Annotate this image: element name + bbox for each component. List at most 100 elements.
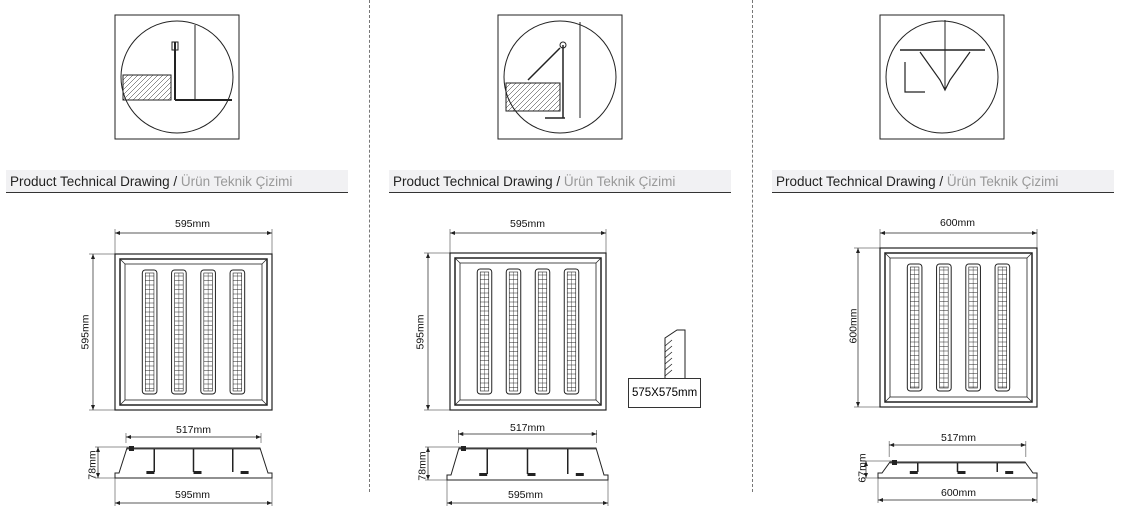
louver (936, 263, 952, 392)
side-clip (575, 473, 584, 476)
side-profile (877, 461, 1038, 479)
hatch (152, 81, 172, 101)
clip-size-box: 575X575mm (628, 378, 702, 408)
frame-corner (454, 257, 461, 264)
hatch (547, 98, 561, 112)
width-label: 595mm (510, 218, 546, 230)
frame-corner (261, 399, 268, 406)
side-profile (446, 447, 609, 481)
side-clip (479, 473, 488, 476)
frame-corner (595, 399, 602, 406)
clip-detail (664, 329, 686, 378)
frame-corner (884, 396, 891, 403)
title-en: Product Technical Drawing (393, 174, 553, 189)
frame-edge (904, 62, 925, 93)
arrow (864, 461, 868, 478)
louver (906, 263, 923, 392)
panel-frame (454, 257, 602, 406)
panel-outline (879, 247, 1038, 408)
height-label: 595mm (414, 314, 427, 350)
mount-detail-circle (885, 20, 999, 134)
title-en: Product Technical Drawing (10, 174, 170, 189)
louver (141, 269, 158, 395)
louver (200, 269, 216, 395)
depth-label: 67mm (856, 453, 869, 483)
clip-tooth (664, 345, 673, 353)
divider (369, 0, 370, 492)
hatch (122, 74, 139, 91)
side-clip (957, 471, 966, 474)
title-tr: Ürün Teknik Çizimi (563, 174, 676, 189)
ceiling-hatch (122, 74, 172, 101)
title-tr: Ürün Teknik Çizimi (180, 174, 293, 189)
hatch (505, 82, 532, 109)
frame-corner (1026, 252, 1033, 259)
base-width-label: 595mm (508, 489, 544, 501)
connector (461, 446, 466, 451)
louver (534, 268, 551, 395)
depth-label: 78mm (86, 450, 99, 480)
side-clip (1005, 471, 1014, 474)
hatch (147, 76, 172, 101)
panel-inner (459, 262, 597, 401)
frame-corner (454, 399, 461, 406)
hatch (517, 82, 547, 112)
louver (965, 263, 981, 392)
height-label: 595mm (79, 314, 92, 350)
mount-detail-circle (503, 20, 617, 134)
hatch (127, 74, 154, 101)
louver (505, 268, 522, 395)
width-label: 600mm (940, 217, 976, 229)
hatch (512, 82, 542, 112)
section-header: Product Technical Drawing / Ürün Teknik … (389, 170, 731, 193)
sep: / (935, 174, 947, 189)
side-clip (909, 471, 918, 474)
clip-tooth (664, 369, 673, 377)
louver (171, 269, 187, 395)
side-clip (193, 471, 202, 474)
side-profile (114, 447, 273, 479)
frame-corner (119, 399, 126, 406)
panel-inner (124, 263, 263, 401)
hatch (505, 82, 517, 94)
height-label: 600mm (847, 308, 860, 344)
panel-outline (449, 252, 607, 411)
panel-frame (884, 252, 1033, 403)
frame-corner (595, 257, 602, 264)
mount-detail-circle (120, 20, 234, 134)
hatch (522, 82, 552, 112)
depth-label: 78mm (416, 451, 429, 481)
hatch (122, 74, 134, 86)
inner-width-label: 517mm (941, 432, 977, 444)
width-label: 595mm (175, 218, 211, 230)
clip-tooth (664, 357, 673, 365)
clip-tooth (664, 339, 673, 347)
title-tr: Ürün Teknik Çizimi (946, 174, 1059, 189)
hatch (167, 96, 172, 101)
hatch (532, 83, 561, 112)
hatch (505, 82, 527, 104)
side-clip (527, 473, 536, 476)
base-width-label: 595mm (175, 489, 211, 501)
hatch (162, 91, 172, 101)
base-width-label: 600mm (941, 487, 977, 499)
frame-corner (1026, 396, 1033, 403)
title-en: Product Technical Drawing (776, 174, 936, 189)
louver (994, 263, 1011, 392)
panel-outline (114, 253, 273, 411)
frame-corner (119, 258, 126, 265)
clip-tooth (664, 351, 673, 359)
frame-corner (261, 258, 268, 265)
hatch (137, 74, 164, 101)
section-header: Product Technical Drawing / Ürün Teknik … (6, 170, 348, 193)
panel-frame (119, 258, 268, 406)
louver (563, 268, 580, 395)
mount-detail-box (114, 14, 240, 140)
sep: / (552, 174, 564, 189)
mount-detail-box (879, 14, 1005, 140)
clip-tooth (664, 363, 673, 371)
louver (476, 268, 493, 395)
hanger-nut (171, 41, 179, 51)
hatch (157, 86, 172, 101)
